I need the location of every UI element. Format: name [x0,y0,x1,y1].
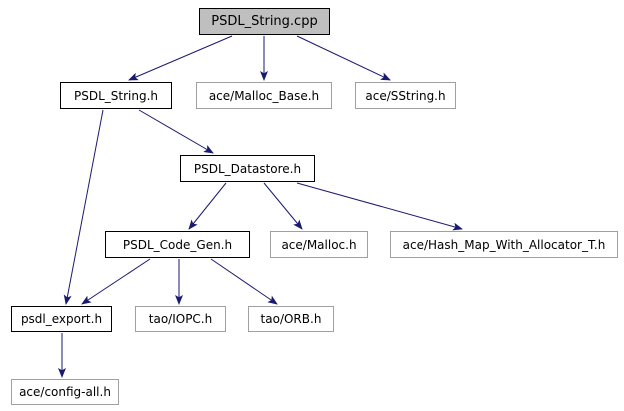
graph-node-psdl_string_h[interactable]: PSDL_String.h [60,82,172,109]
graph-node-psdl_code_gen_h[interactable]: PSDL_Code_Gen.h [105,231,250,258]
graph-node-label: tao/IOPC.h [148,312,213,326]
graph-node-label: ace/Hash_Map_With_Allocator_T.h [402,237,606,252]
graph-node-psdl_string_cpp[interactable]: PSDL_String.cpp [199,8,330,35]
graph-node-label: ace/SString.h [365,88,446,103]
graph-node-ace_config_all_h[interactable]: ace/config-all.h [11,379,119,405]
graph-node-psdl_datastore_h[interactable]: PSDL_Datastore.h [180,155,315,182]
graph-edge-psdl_string_cpp-to-psdl_string_h [128,35,233,81]
graph-node-label: PSDL_String.cpp [211,14,318,29]
graph-node-tao_orb_h[interactable]: tao/ORB.h [248,306,334,332]
graph-edge-psdl_code_gen_h-to-psdl_export_h [81,258,151,305]
graph-node-tao_iopc_h[interactable]: tao/IOPC.h [135,306,226,332]
graph-edge-psdl_string_h-to-psdl_datastore_h [138,109,214,154]
graph-edge-psdl_code_gen_h-to-tao_orb_h [210,258,278,305]
graph-node-label: psdl_export.h [20,312,103,326]
graph-edge-psdl_datastore_h-to-ace_hash_map_with_allocator_t_h [296,182,463,231]
graph-node-label: ace/Malloc_Base.h [208,88,320,103]
graph-edge-psdl_string_cpp-to-ace_sstring_h [296,35,391,81]
graph-node-ace_malloc_base_h[interactable]: ace/Malloc_Base.h [196,82,332,109]
graph-node-label: PSDL_String.h [73,88,158,103]
graph-node-label: ace/Malloc.h [281,237,357,252]
graph-node-ace_malloc_h[interactable]: ace/Malloc.h [270,231,368,258]
graph-node-psdl_export_h[interactable]: psdl_export.h [11,306,112,332]
graph-edge-psdl_string_h-to-psdl_export_h [63,109,104,305]
graph-edge-psdl_datastore_h-to-psdl_code_gen_h [188,182,227,230]
graph-node-label: PSDL_Code_Gen.h [122,237,233,252]
graph-node-ace_sstring_h[interactable]: ace/SString.h [355,82,456,109]
graph-node-ace_hash_map_with_allocator_t_h[interactable]: ace/Hash_Map_With_Allocator_T.h [390,231,618,258]
edge-group [58,35,463,378]
graph-edge-psdl_datastore_h-to-ace_malloc_h [263,182,303,230]
graph-node-label: PSDL_Datastore.h [193,161,302,176]
graph-node-label: ace/config-all.h [19,385,111,399]
graph-node-label: tao/ORB.h [260,312,322,326]
